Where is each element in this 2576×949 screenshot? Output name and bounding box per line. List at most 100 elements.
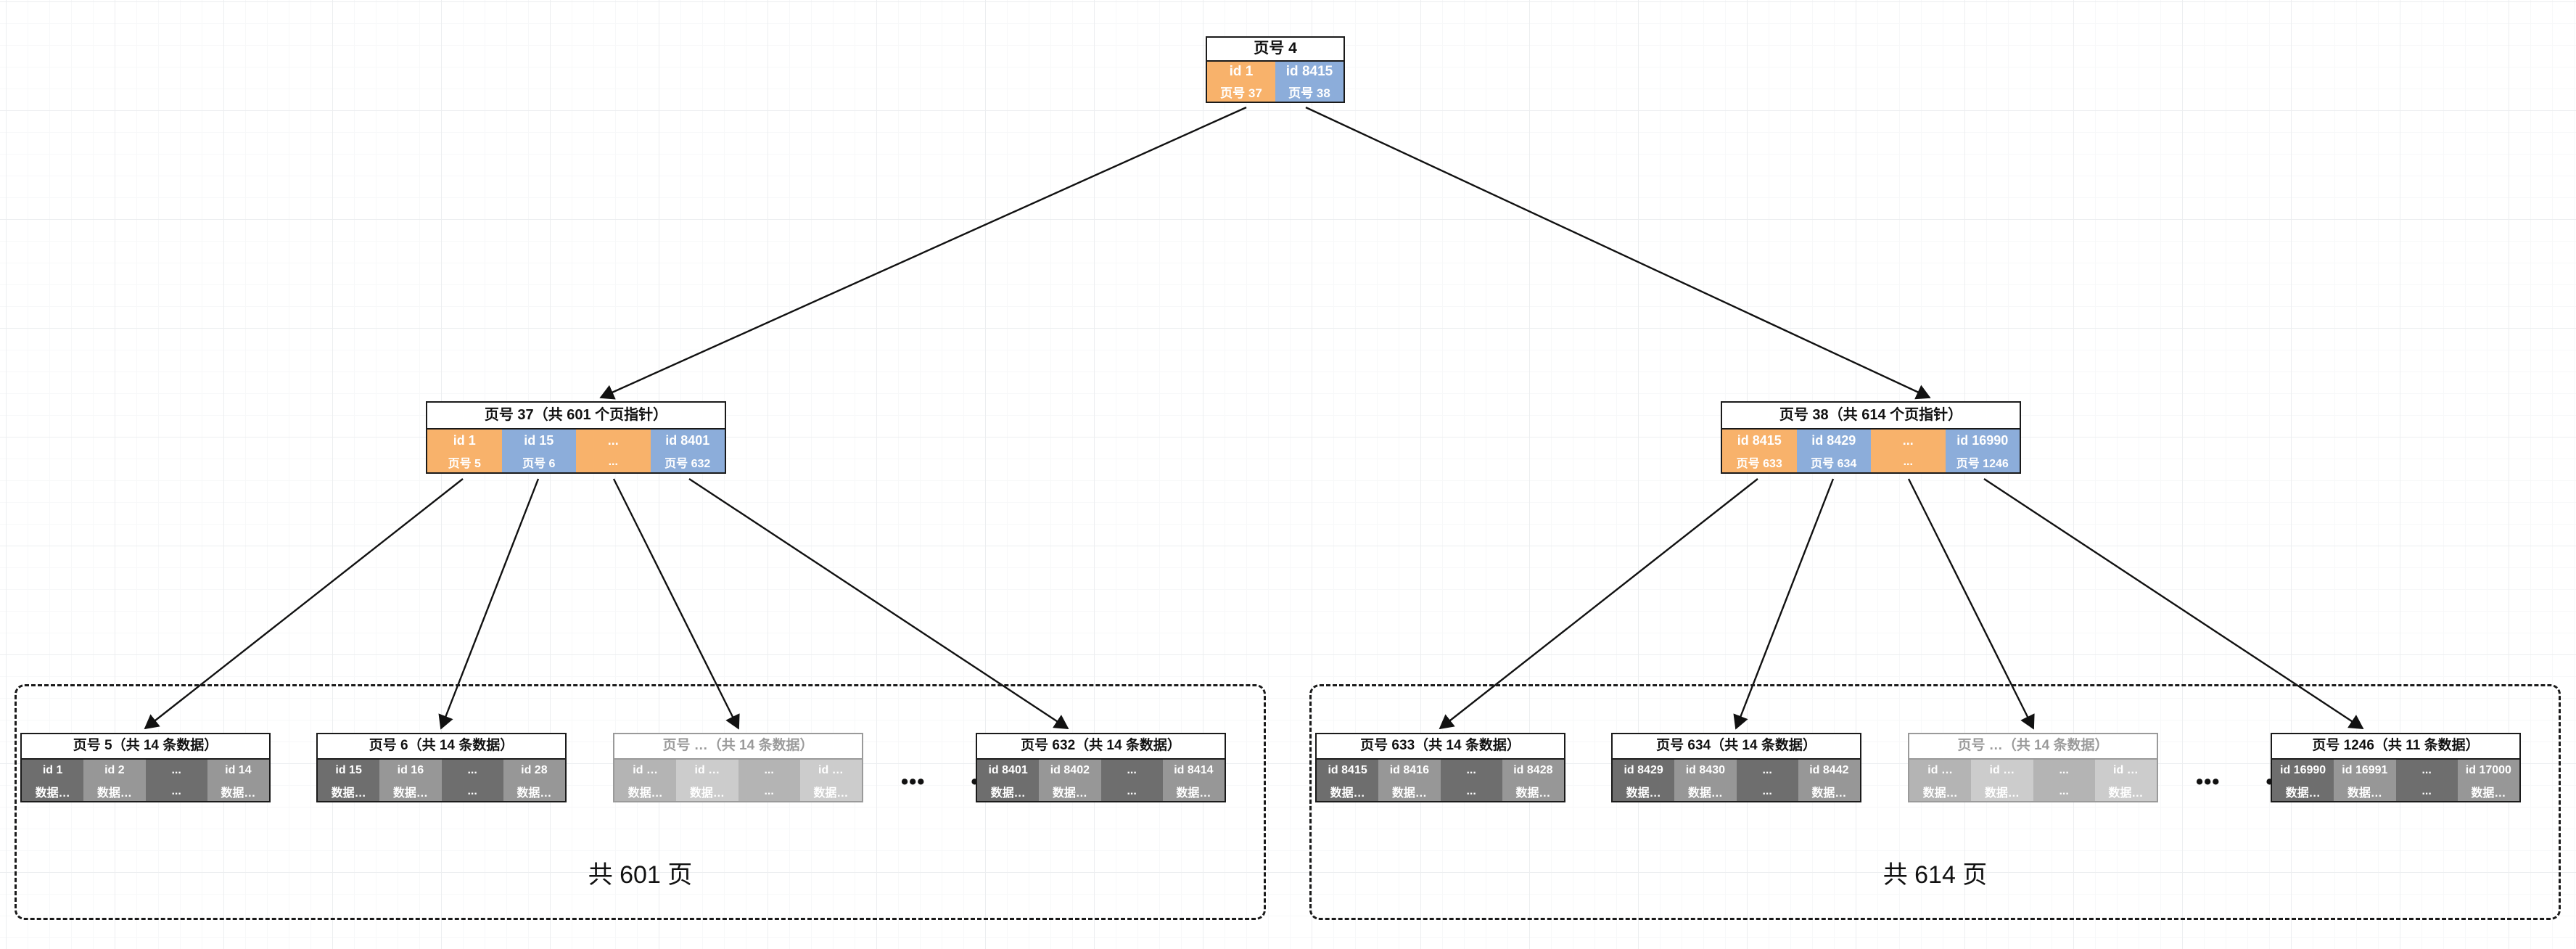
p38-cell-2-sub: ... — [1903, 455, 1913, 468]
root-cell-0[interactable]: id 1 页号 37 — [1207, 62, 1275, 102]
leaf-node-0-1-title: 页号 6（共 14 条数据） — [318, 734, 565, 760]
leaf-0-3-cell-3[interactable]: id 8414 数据… — [1162, 760, 1225, 801]
leaf-0-0-cell-2[interactable]: ... ... — [145, 760, 207, 801]
leaf-1-0-cell-2-id: ... — [1466, 764, 1476, 776]
p37-cell-0[interactable]: id 1 页号 5 — [427, 430, 502, 472]
leaf-node-0-3-cells: id 8401 数据… id 8402 数据… ... ... id 8414 … — [977, 760, 1225, 801]
leaf-1-3-cell-0[interactable]: id 16990 数据… — [2272, 760, 2334, 801]
leaf-0-1-cell-3[interactable]: id 28 数据… — [503, 760, 565, 801]
leaf-1-2-cell-0-sub: 数据… — [1922, 786, 1958, 800]
leaf-1-1-cell-0[interactable]: id 8429 数据… — [1613, 760, 1675, 801]
leaf-node-1-3-title: 页号 1246（共 11 条数据） — [2272, 734, 2519, 760]
leaf-0-2-cell-1-id: id … — [694, 764, 720, 776]
leaf-1-0-cell-1-id: id 8416 — [1389, 764, 1429, 776]
leaf-node-1-0-title: 页号 633（共 14 条数据） — [1317, 734, 1564, 760]
leaf-1-0-cell-1[interactable]: id 8416 数据… — [1378, 760, 1441, 801]
root-cell-1[interactable]: id 8415 页号 38 — [1275, 62, 1343, 102]
leaf-1-2-cell-3-sub: 数据… — [2108, 786, 2144, 800]
p38-cell-0[interactable]: id 8415 页号 633 — [1722, 430, 1797, 472]
p38-cell-3[interactable]: id 16990 页号 1246 — [1945, 430, 2020, 472]
leaf-node-1-0-cells: id 8415 数据… id 8416 数据… ... ... id 8428 … — [1317, 760, 1564, 801]
leaf-node-0-3[interactable]: 页号 632（共 14 条数据） id 8401 数据… id 8402 数据…… — [976, 733, 1226, 802]
leaf-1-2-cell-1-sub: 数据… — [1984, 786, 2020, 800]
root-cells: id 1 页号 37 id 8415 页号 38 — [1207, 62, 1343, 102]
leaf-0-1-cell-1-id: id 16 — [397, 764, 424, 776]
leaf-0-3-cell-2[interactable]: ... ... — [1100, 760, 1163, 801]
leaf-1-2-cell-2-id: ... — [2059, 764, 2069, 776]
leaf-0-2-cell-3[interactable]: id … 数据… — [799, 760, 862, 801]
leaf-0-1-cell-1[interactable]: id 16 数据… — [379, 760, 442, 801]
p38-cell-1[interactable]: id 8429 页号 634 — [1796, 430, 1871, 472]
leaf-1-2-cell-2[interactable]: ... ... — [2033, 760, 2095, 801]
leaf-1-1-cell-3[interactable]: id 8442 数据… — [1798, 760, 1860, 801]
leaf-0-2-cell-2[interactable]: ... ... — [738, 760, 800, 801]
leaf-1-3-cell-3[interactable]: id 17000 数据… — [2457, 760, 2519, 801]
leaf-0-2-cell-2-sub: ... — [764, 784, 774, 797]
root-cell-1-sub: 页号 38 — [1288, 86, 1330, 100]
leaf-0-3-cell-0[interactable]: id 8401 数据… — [977, 760, 1040, 801]
leaf-1-0-cell-2[interactable]: ... ... — [1440, 760, 1502, 801]
leaf-1-2-cell-2-sub: ... — [2059, 784, 2069, 797]
leaf-0-3-cell-0-sub: 数据… — [990, 786, 1026, 800]
leaf-1-1-cell-3-id: id 8442 — [1809, 764, 1849, 776]
leaf-group-left-caption: 共 601 页 — [588, 861, 693, 889]
leaf-node-0-2[interactable]: 页号 …（共 14 条数据） id … 数据… id … 数据… ... ...… — [613, 733, 863, 802]
leaf-0-0-cell-0-id: id 1 — [42, 764, 63, 776]
edge-root-to-page37 — [599, 106, 1247, 400]
leaf-1-1-cell-2[interactable]: ... ... — [1736, 760, 1798, 801]
p38-cell-2[interactable]: ... ... — [1871, 430, 1946, 472]
leaf-node-1-0[interactable]: 页号 633（共 14 条数据） id 8415 数据… id 8416 数据…… — [1315, 733, 1565, 802]
leaf-1-1-cell-1[interactable]: id 8430 数据… — [1674, 760, 1737, 801]
leaf-0-0-cell-1-id: id 2 — [104, 764, 125, 776]
ellipsis-dots-c: ••• — [2196, 771, 2221, 794]
p38-cell-2-id: ... — [1902, 432, 1914, 448]
p37-cell-1[interactable]: id 15 页号 6 — [501, 430, 576, 472]
leaf-0-0-cell-2-id: ... — [171, 764, 181, 776]
leaf-0-0-cell-3[interactable]: id 14 数据… — [207, 760, 269, 801]
root-node-title: 页号 4 — [1207, 38, 1343, 62]
leaf-0-1-cell-1-sub: 数据… — [392, 786, 428, 800]
p37-cell-2[interactable]: ... ... — [576, 430, 651, 472]
leaf-0-1-cell-3-id: id 28 — [521, 764, 548, 776]
leaf-1-0-cell-0[interactable]: id 8415 数据… — [1317, 760, 1379, 801]
leaf-0-2-cell-3-sub: 数据… — [813, 786, 849, 800]
leaf-0-2-cell-1[interactable]: id … 数据… — [676, 760, 738, 801]
leaf-node-0-1[interactable]: 页号 6（共 14 条数据） id 15 数据… id 16 数据… ... .… — [316, 733, 567, 802]
leaf-1-3-cell-1-sub: 数据… — [2347, 786, 2382, 800]
root-node-page-4[interactable]: 页号 4 id 1 页号 37 id 8415 页号 38 — [1206, 36, 1345, 103]
internal-node-page-37[interactable]: 页号 37（共 601 个页指针） id 1 页号 5 id 15 页号 6 .… — [426, 401, 726, 474]
leaf-1-2-cell-3-id: id … — [2113, 764, 2139, 776]
p38-cell-0-sub: 页号 633 — [1736, 457, 1782, 470]
leaf-node-1-3[interactable]: 页号 1246（共 11 条数据） id 16990 数据… id 16991 … — [2271, 733, 2521, 802]
leaf-0-0-cell-1[interactable]: id 2 数据… — [83, 760, 146, 801]
leaf-1-3-cell-1[interactable]: id 16991 数据… — [2334, 760, 2396, 801]
leaf-1-0-cell-3-id: id 8428 — [1513, 764, 1553, 776]
leaf-node-1-2-cells: id … 数据… id … 数据… ... ... id … 数据… — [1909, 760, 2157, 801]
p38-cell-1-id: id 8429 — [1811, 432, 1856, 448]
leaf-1-2-cell-1[interactable]: id … 数据… — [1971, 760, 2033, 801]
leaf-1-0-cell-3-sub: 数据… — [1515, 786, 1551, 800]
leaf-0-3-cell-1[interactable]: id 8402 数据… — [1039, 760, 1101, 801]
p37-cell-1-sub: 页号 6 — [522, 457, 556, 470]
leaf-node-0-0[interactable]: 页号 5（共 14 条数据） id 1 数据… id 2 数据… ... ...… — [20, 733, 271, 802]
leaf-1-0-cell-3[interactable]: id 8428 数据… — [1502, 760, 1564, 801]
leaf-0-2-cell-0[interactable]: id … 数据… — [614, 760, 677, 801]
leaf-0-1-cell-0[interactable]: id 15 数据… — [318, 760, 380, 801]
edge-root-to-page38 — [1305, 106, 1931, 400]
p37-cell-3-id: id 8401 — [665, 432, 710, 448]
leaf-0-3-cell-0-id: id 8401 — [988, 764, 1028, 776]
leaf-node-1-2[interactable]: 页号 …（共 14 条数据） id … 数据… id … 数据… ... ...… — [1908, 733, 2158, 802]
leaf-0-1-cell-3-sub: 数据… — [517, 786, 552, 800]
leaf-1-2-cell-3[interactable]: id … 数据… — [2094, 760, 2157, 801]
leaf-0-0-cell-0[interactable]: id 1 数据… — [22, 760, 84, 801]
internal-node-page-38[interactable]: 页号 38（共 614 个页指针） id 8415 页号 633 id 8429… — [1721, 401, 2021, 474]
leaf-0-3-cell-3-id: id 8414 — [1174, 764, 1214, 776]
p38-cell-1-sub: 页号 634 — [1811, 457, 1857, 470]
leaf-0-1-cell-2[interactable]: ... ... — [441, 760, 503, 801]
leaf-node-1-1[interactable]: 页号 634（共 14 条数据） id 8429 数据… id 8430 数据…… — [1611, 733, 1861, 802]
leaf-1-3-cell-2[interactable]: ... ... — [2395, 760, 2458, 801]
leaf-1-3-cell-2-id: ... — [2421, 764, 2432, 776]
p37-cell-3[interactable]: id 8401 页号 632 — [650, 430, 725, 472]
leaf-1-2-cell-0[interactable]: id … 数据… — [1909, 760, 1972, 801]
leaf-0-2-cell-2-id: ... — [764, 764, 774, 776]
